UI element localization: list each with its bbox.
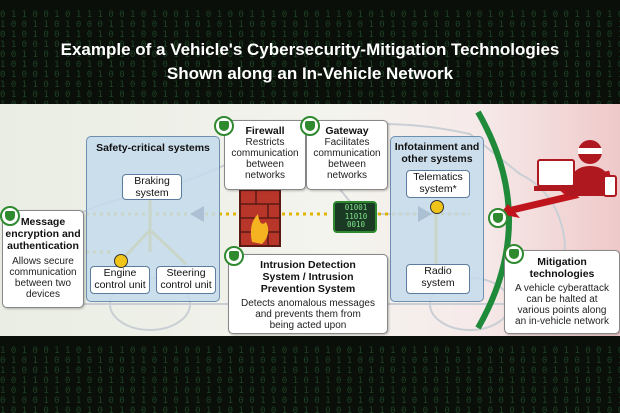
shield-icon	[224, 246, 244, 266]
mitigation-title-line2: technologies	[529, 268, 595, 280]
gateway-body: Facilitates communication between networ…	[307, 137, 387, 181]
message-body-line2: communication	[9, 267, 77, 278]
lock-icon	[114, 254, 128, 268]
firewall-body-line4: networks	[244, 170, 285, 181]
infotainment-heading-line2: other systems	[401, 153, 473, 165]
gateway-body-line4: networks	[326, 170, 367, 181]
shield-icon	[0, 206, 20, 226]
ids-body-line2: and prevents them from	[255, 309, 361, 320]
shield-icon	[300, 116, 320, 136]
gateway-binary-line2: 11010	[344, 211, 368, 221]
infotainment-heading: Infotainment and other systems	[393, 141, 481, 165]
firewall-body: Restricts communication between networks	[225, 137, 305, 181]
message-title-line2: encryption and	[5, 228, 81, 240]
ids-body-line1: Detects anomalous messages	[241, 298, 375, 309]
message-body: Allows secure communication between two …	[3, 256, 83, 300]
shield-icon	[504, 244, 524, 264]
message-body-line4: devices	[26, 289, 60, 300]
ids-title-line2: System / Intrusion	[262, 271, 354, 283]
ids-title-line1: Intrusion Detection	[260, 259, 356, 271]
mitigation-title-line1: Mitigation	[537, 256, 587, 268]
ids-body-line3: being acted upon	[269, 320, 347, 331]
firewall-icon	[239, 189, 281, 247]
ids-title: Intrusion Detection System / Intrusion P…	[229, 259, 387, 295]
gateway-body-line1: Facilitates	[324, 137, 370, 148]
message-title-line1: Message	[20, 216, 66, 228]
gateway-binary-line3: 0010	[346, 220, 366, 229]
firewall-body-line3: between	[246, 159, 284, 170]
gateway-body-line2: communication	[313, 148, 381, 159]
radio-system-unit: Radio system	[406, 264, 470, 294]
phone-icon	[603, 175, 617, 197]
mitigation-arc	[475, 110, 512, 330]
telematics-system-unit: Telematics system*	[406, 170, 470, 198]
gateway-callout: Gateway Facilitates communication betwee…	[306, 120, 388, 190]
matrix-background-top: 0 1 1 0 0 1 0 1 1 1 0 0 1 0 1 0 0 1 1 0 …	[0, 10, 620, 104]
mitigation-body-line1: A vehicle cyberattack	[515, 283, 609, 294]
engine-label-line1: Engine	[103, 267, 137, 279]
message-body-line1: Allows secure	[12, 256, 74, 267]
mitigation-body-line4: an in-vehicle network	[515, 316, 609, 327]
mitigation-body-line3: various points along	[517, 305, 607, 316]
firewall-body-line1: Restricts	[245, 137, 285, 148]
gateway-binary-line1: 01001	[344, 203, 368, 212]
steering-label-line2: control unit	[160, 279, 212, 291]
diagram-panel: Safety-critical systems Braking system E…	[0, 104, 620, 336]
gateway-chip-icon	[333, 201, 377, 233]
laptop-icon	[534, 159, 578, 191]
braking-label-line1: Braking	[134, 175, 170, 187]
infotainment-heading-line1: Infotainment and	[394, 141, 480, 153]
firewall-callout: Firewall Restricts communication between…	[224, 120, 306, 190]
matrix-background-bottom: 1 0 1 0 0 1 1 0 1 0 1 1 0 0 1 0 1 0 0 1 …	[0, 346, 620, 413]
mitigation-body-line2: can be halted at	[526, 294, 598, 305]
gateway-body-line3: between	[328, 159, 366, 170]
ids-title-line3: Prevention System	[260, 283, 356, 295]
mitigation-title: Mitigation technologies	[505, 256, 619, 280]
diagram-title-line2: Shown along an In-Vehicle Network	[166, 64, 454, 83]
gateway-title: Gateway	[325, 125, 369, 137]
message-body-line3: between two	[14, 278, 72, 289]
radio-label-line1: Radio	[424, 265, 452, 277]
lock-icon	[430, 200, 444, 214]
shield-icon	[488, 208, 508, 228]
gateway-binary-text: 01001 11010 0010	[336, 203, 376, 230]
message-title-line3: authentication	[7, 240, 79, 252]
shield-icon	[214, 116, 234, 136]
telematics-label-line1: Telematics	[413, 171, 463, 183]
braking-system-unit: Braking system	[122, 174, 182, 200]
engine-label-line2: control unit	[94, 279, 146, 291]
message-title: Message encryption and authentication	[3, 216, 83, 252]
mitigation-body: A vehicle cyberattack can be halted at v…	[505, 283, 619, 327]
engine-control-unit: Engine control unit	[90, 266, 150, 294]
firewall-body-line2: communication	[231, 148, 299, 159]
braking-label-line2: system	[135, 187, 169, 199]
safety-systems-heading: Safety-critical systems	[96, 142, 210, 154]
steering-control-unit: Steering control unit	[156, 266, 216, 294]
radio-label-line2: system	[421, 277, 455, 289]
ids-callout: Intrusion Detection System / Intrusion P…	[228, 254, 388, 334]
firewall-title: Firewall	[245, 125, 285, 137]
mitigation-callout: Mitigation technologies A vehicle cybera…	[504, 250, 620, 334]
message-encryption-callout: Message encryption and authentication Al…	[2, 210, 84, 308]
telematics-label-line2: system*	[419, 183, 457, 195]
steering-label-line1: Steering	[166, 267, 206, 279]
ids-body: Detects anomalous messages and prevents …	[229, 298, 387, 331]
diagram-title-line1: Example of a Vehicle's Cybersecurity-Mit…	[60, 40, 560, 59]
